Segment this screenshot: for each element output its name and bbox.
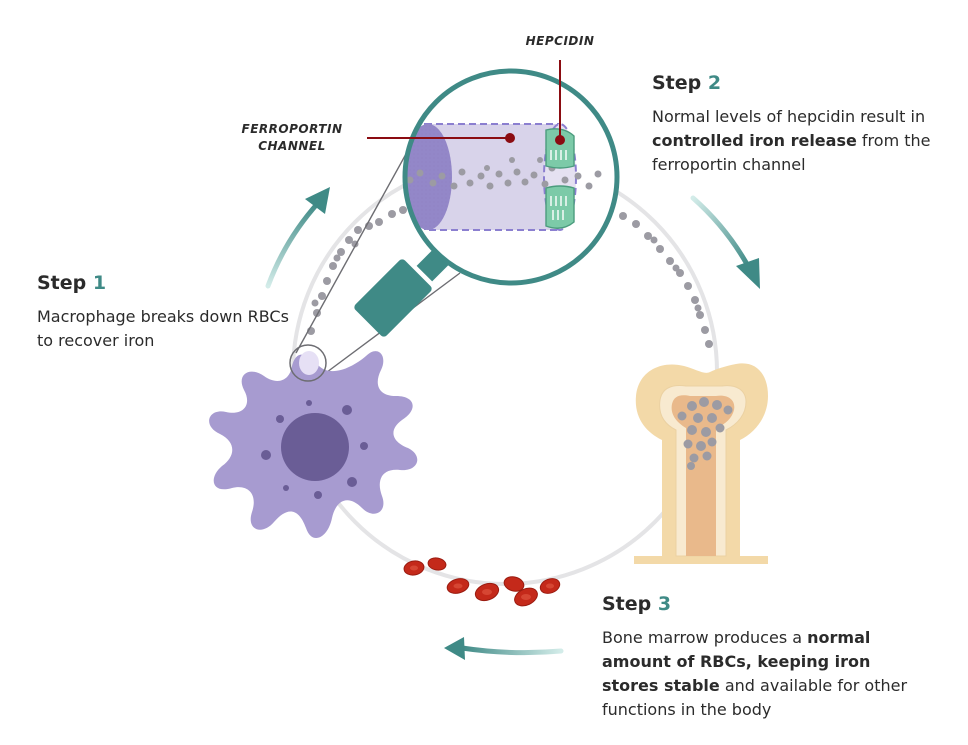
emphasis-text-1: controlled iron release — [652, 130, 857, 150]
hepcidin-pointer — [555, 60, 565, 145]
step-3-description: Bone marrow produces a normal amount of … — [602, 626, 932, 722]
body-text-0: Normal levels of hepcidin result in — [652, 106, 926, 126]
hepcidin-label: HEPCIDIN — [525, 34, 595, 48]
cycle-arrow-3 — [444, 637, 564, 660]
step-3: Step 3 Bone marrow produces a normal amo… — [602, 593, 932, 722]
step-1: Step 1 Macrophage breaks down RBCs to re… — [37, 272, 297, 353]
magnifier-lens — [402, 68, 620, 286]
iron-particles — [406, 157, 602, 190]
step-2-number: 2 — [707, 72, 722, 94]
step-2-description: Normal levels of hepcidin result in cont… — [652, 105, 952, 177]
magnifying-glass-handle — [354, 244, 454, 337]
step-1-number: 1 — [92, 272, 107, 294]
ferroportin-channel-label: FERROPORTIN CHANNEL — [232, 121, 352, 155]
macrophage-nucleus — [281, 413, 349, 481]
emphasis-text-1: normal amount of RBCs, keeping iron stor… — [602, 627, 871, 695]
ferroportin-label-line1: FERROPORTIN — [241, 122, 343, 136]
bone-iron-dots — [677, 397, 733, 470]
ferroportin-label-line2: CHANNEL — [258, 139, 326, 153]
cycle-arrow-1 — [265, 187, 330, 289]
bone-marrow — [634, 363, 768, 564]
step-2: Step 2 Normal levels of hepcidin result … — [652, 72, 952, 177]
ferroportin-pointer — [367, 133, 515, 143]
step-3-title: Step 3 — [602, 593, 932, 616]
macrophage-cell — [209, 351, 418, 539]
step-3-word: Step — [602, 593, 652, 615]
body-text-0: Macrophage breaks down RBCs to recover i… — [37, 306, 289, 350]
zoom-source-circle — [289, 344, 327, 382]
step-2-word: Step — [652, 72, 702, 94]
step-1-title: Step 1 — [37, 272, 297, 295]
cycle-arrow-2 — [690, 195, 760, 289]
step-1-word: Step — [37, 272, 87, 294]
step-3-number: 3 — [657, 593, 672, 615]
hepcidin-blocks — [545, 128, 575, 229]
step-1-description: Macrophage breaks down RBCs to recover i… — [37, 305, 297, 353]
body-text-0: Bone marrow produces a — [602, 627, 808, 647]
step-2-title: Step 2 — [652, 72, 952, 95]
body-text-2: from the ferroportin channel — [652, 130, 931, 174]
body-text-2: and available for other functions in the… — [602, 675, 908, 719]
